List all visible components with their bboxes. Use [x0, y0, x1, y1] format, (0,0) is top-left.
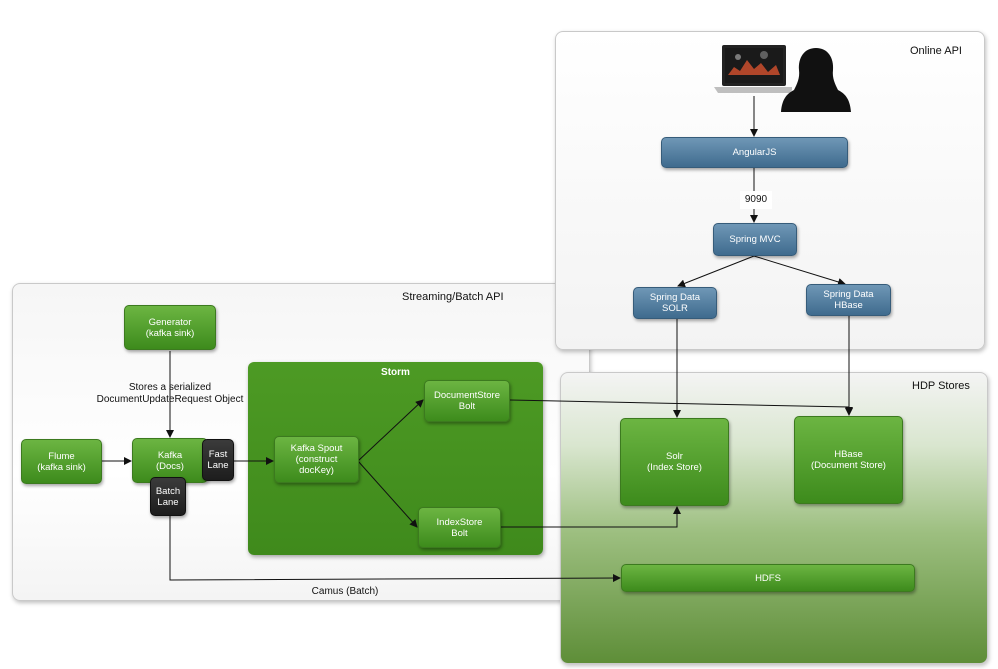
edge-springmvc-hbasedata	[753, 255, 846, 286]
stores-serialized-label: Stores a serialized DocumentUpdateReques…	[96, 382, 244, 405]
solr-node[interactable]: Solr (Index Store)	[620, 418, 729, 506]
kafka-spout-node[interactable]: Kafka Spout (construct docKey)	[274, 436, 359, 483]
flume-node[interactable]: Flume (kafka sink)	[21, 439, 102, 484]
laptop-icon	[714, 45, 792, 93]
hbase-node[interactable]: HBase (Document Store)	[794, 416, 903, 504]
hdp-panel-title: HDP Stores	[912, 380, 970, 392]
spring-mvc-node[interactable]: Spring MVC	[713, 223, 797, 256]
streaming-panel-title: Streaming/Batch API	[402, 291, 504, 303]
edge-docstore-hbase	[509, 399, 853, 415]
user-icon	[781, 48, 851, 112]
documentstore-bolt-node[interactable]: DocumentStore Bolt	[424, 380, 510, 422]
indexstore-bolt-node[interactable]: IndexStore Bolt	[418, 507, 501, 548]
fast-lane-node[interactable]: Fast Lane	[202, 439, 234, 481]
edge-spout-docstore	[357, 399, 424, 462]
spring-data-hbase-node[interactable]: Spring Data HBase	[806, 284, 891, 316]
angularjs-node[interactable]: AngularJS	[661, 137, 848, 168]
hdfs-node[interactable]: HDFS	[621, 564, 915, 592]
online-panel-title: Online API	[910, 45, 962, 57]
edge-indexstore-solr	[501, 506, 681, 528]
spring-data-solr-node[interactable]: Spring Data SOLR	[633, 287, 717, 319]
edge-springmvc-solrdata	[677, 255, 755, 288]
edge-spout-indexstore	[357, 460, 418, 528]
camus-batch-label: Camus (Batch)	[311, 586, 379, 597]
edge-batchlane-hdfs	[169, 516, 621, 583]
storm-title: Storm	[381, 367, 410, 378]
port-label: 9090	[740, 191, 772, 209]
batch-lane-node[interactable]: Batch Lane	[150, 477, 186, 516]
generator-node[interactable]: Generator (kafka sink)	[124, 305, 216, 350]
